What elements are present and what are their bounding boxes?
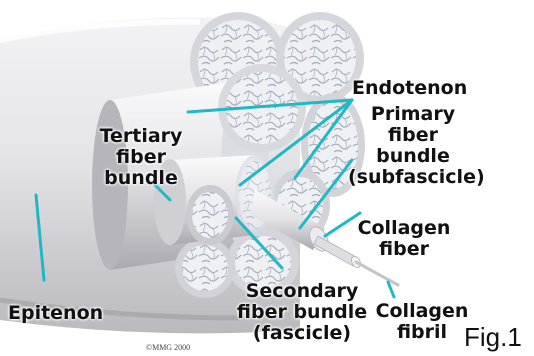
label-primary-line4: (subfascicle) — [348, 167, 478, 188]
label-collagen-fibril: Collagen fibril — [372, 301, 472, 343]
label-epitenon-text: Epitenon — [8, 302, 103, 324]
figure-label-text: Fig.1 — [464, 322, 522, 352]
label-endotenon: Endotenon — [352, 78, 467, 99]
label-primary-line2: fiber — [348, 125, 478, 146]
label-endotenon-text: Endotenon — [352, 77, 467, 99]
label-collagen-fibril-line1: Collagen — [372, 301, 472, 322]
label-tertiary-line1: Tertiary — [86, 126, 196, 147]
label-tertiary-line3: bundle — [86, 168, 196, 189]
figure-label: Fig.1 — [464, 322, 522, 353]
label-primary-line1: Primary — [348, 104, 478, 125]
label-tertiary-line2: fiber — [86, 147, 196, 168]
copyright-text: ©MMG 2000 — [146, 343, 190, 352]
label-primary-fiber-bundle: Primary fiber bundle (subfascicle) — [348, 104, 478, 188]
label-secondary-line1: Secondary — [232, 281, 372, 302]
label-collagen-fiber: Collagen fiber — [354, 218, 454, 260]
label-secondary-fiber-bundle: Secondary fiber bundle (fascicle) — [232, 281, 372, 344]
label-tertiary-fiber-bundle: Tertiary fiber bundle — [86, 126, 196, 189]
label-epitenon: Epitenon — [8, 303, 103, 324]
label-collagen-fiber-line1: Collagen — [354, 218, 454, 239]
label-primary-line3: bundle — [348, 146, 478, 167]
label-collagen-fiber-line2: fiber — [354, 239, 454, 260]
label-secondary-line2: fiber bundle — [232, 302, 372, 323]
label-secondary-line3: (fascicle) — [232, 323, 372, 344]
copyright-notice: ©MMG 2000 — [146, 343, 190, 352]
label-collagen-fibril-line2: fibril — [372, 322, 472, 343]
